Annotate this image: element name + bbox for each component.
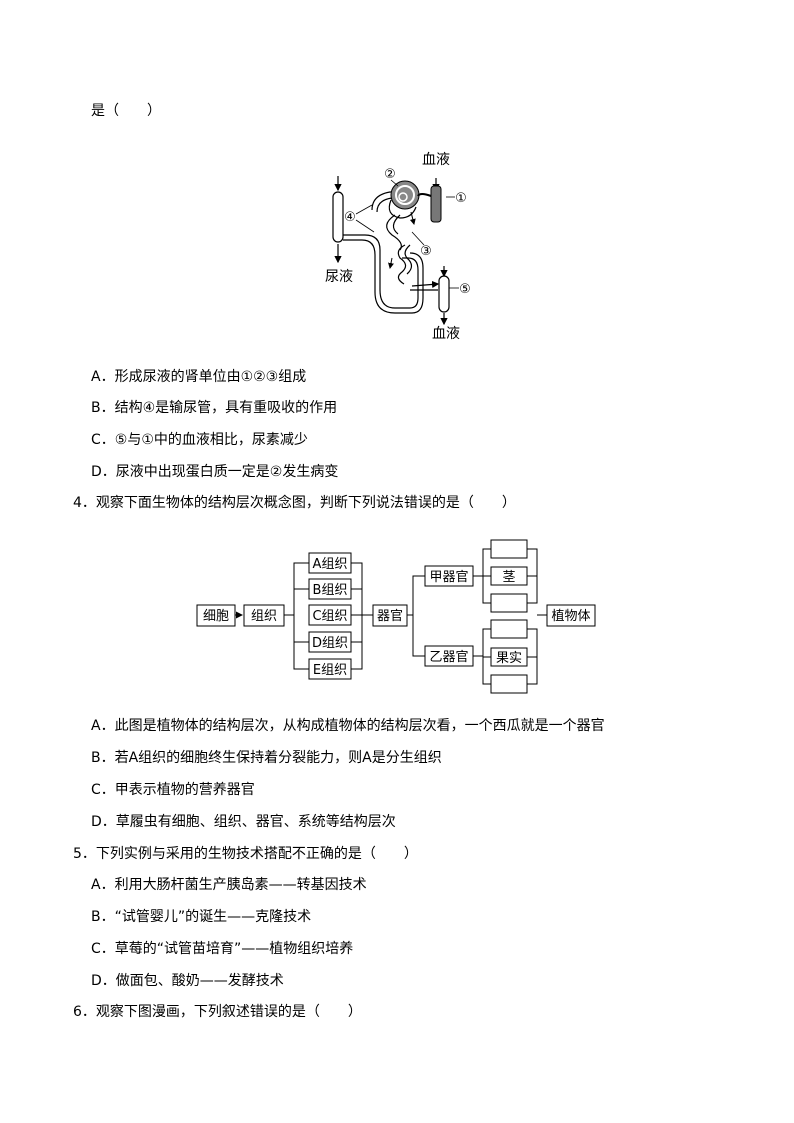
marker-4: ④: [344, 210, 356, 225]
q4-stem: 4．观察下面生物体的结构层次概念图，判断下列说法错误的是（ ）: [73, 495, 516, 511]
renal-artery: [417, 178, 442, 223]
box-cell: [196, 604, 236, 627]
q5-option-c: C．草莓的“试管苗培育”——植物组织培养: [91, 941, 354, 957]
label-tissue-e: E组织: [313, 663, 347, 678]
q3-option-d: D．尿液中出现蛋白质一定是②发生病变: [91, 464, 339, 480]
q5-option-b: B．“试管婴儿”的诞生——克隆技术: [91, 909, 312, 925]
figure-labels: 血液 尿液 血液: [325, 152, 460, 342]
connectors: [235, 548, 547, 685]
label-cell: 细胞: [203, 609, 229, 624]
markers: ② ① ③ ④ ⑤: [344, 167, 471, 297]
marker-leaders: [355, 179, 459, 289]
box-tissue-d: [308, 631, 352, 653]
q4-option-b: B．若A组织的细胞终生保持着分裂能力，则A是分生组织: [91, 750, 442, 766]
q5-option-a: A．利用大肠杆菌生产胰岛素——转基因技术: [91, 877, 367, 893]
label-yi-2: 果实: [496, 651, 522, 666]
box-organ: [372, 604, 408, 627]
label-tissue-c: C组织: [312, 609, 347, 624]
box-tissue: [243, 604, 285, 627]
q4-option-a: A．此图是植物体的结构层次，从构成植物体的结构层次看，一个西瓜就是一个器官: [91, 718, 605, 734]
collecting-duct: [332, 176, 344, 264]
box-jia-3: [490, 593, 528, 613]
q3-option-a: A．形成尿液的肾单位由①②③组成: [91, 369, 307, 385]
box-yi-3: [490, 674, 528, 694]
glomerulus: [388, 180, 420, 219]
box-tissue-c: [308, 604, 352, 626]
box-yi-2: [490, 647, 528, 667]
q5-stem: 5．下列实例与采用的生物技术搭配不正确的是（ ）: [73, 846, 418, 862]
box-plant: [546, 604, 596, 627]
marker-5: ⑤: [459, 282, 471, 297]
box-yi-1: [490, 619, 528, 639]
q3-stem-tail: 是（ ）: [91, 103, 161, 119]
q4-option-c: C．甲表示植物的营养器官: [91, 782, 255, 798]
label-tissue-a: A组织: [313, 557, 348, 572]
label-tissue-d: D组织: [312, 636, 348, 651]
marker-3: ③: [420, 244, 432, 259]
marker-1: ①: [455, 191, 467, 206]
box-tissue-a: [308, 552, 352, 574]
box-tissue-e: [308, 658, 352, 680]
label-blood-bottom: 血液: [432, 326, 460, 342]
q3-option-c: C．⑤与①中的血液相比，尿素减少: [91, 432, 308, 448]
label-jia-2: 茎: [502, 570, 515, 585]
label-blood-top: 血液: [422, 152, 450, 168]
box-jia-1: [490, 539, 528, 559]
label-organ-yi: 乙器官: [429, 649, 468, 665]
marker-2: ②: [384, 167, 396, 182]
box-jia-2: [490, 566, 528, 586]
q5-option-d: D．做面包、酸奶——发酵技术: [91, 973, 284, 989]
q6-stem: 6．观察下图漫画，下列叙述错误的是（ ）: [73, 1004, 362, 1020]
label-urine: 尿液: [325, 269, 353, 285]
renal-tubule: [343, 191, 424, 314]
q3-option-b: B．结构④是输尿管，具有重吸收的作用: [91, 400, 338, 416]
box-organ-yi: [424, 645, 474, 667]
label-plant: 植物体: [551, 609, 590, 624]
box-tissue-b: [308, 578, 352, 600]
renal-vein: [410, 266, 450, 326]
q4-option-d: D．草履虫有细胞、组织、器官、系统等结构层次: [91, 814, 396, 830]
label-organ-jia: 甲器官: [429, 569, 468, 585]
label-tissue-b: B组织: [313, 583, 348, 598]
flow-arrows: [388, 211, 416, 269]
label-organ: 器官: [377, 608, 403, 624]
box-organ-jia: [424, 565, 474, 587]
label-tissue: 组织: [251, 609, 277, 624]
